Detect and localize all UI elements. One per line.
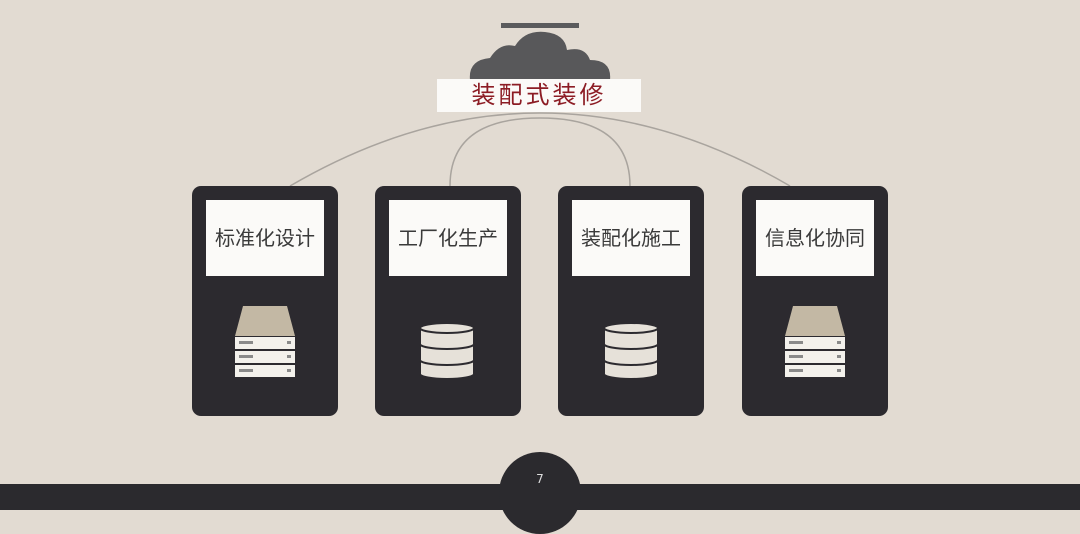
card-factory-production: 工厂化生产 [375,186,521,416]
database-icon [603,322,659,380]
page-number: 7 [499,452,581,534]
card-information-collaboration: 信息化协同 [742,186,888,416]
top-divider [501,23,579,28]
outer-arc [289,112,791,187]
cloud-icon [469,31,611,80]
card-label: 装配化施工 [572,200,690,276]
card-standardized-design: 标准化设计 [192,186,338,416]
card-label: 标准化设计 [206,200,324,276]
card-label: 工厂化生产 [389,200,507,276]
database-icon [419,322,475,380]
main-title: 装配式装修 [437,79,641,112]
card-label: 信息化协同 [756,200,874,276]
server-stack-icon [785,306,845,377]
card-assembly-construction: 装配化施工 [558,186,704,416]
connector-lines [289,31,791,187]
server-stack-icon [235,306,295,377]
inner-arc [449,117,631,187]
